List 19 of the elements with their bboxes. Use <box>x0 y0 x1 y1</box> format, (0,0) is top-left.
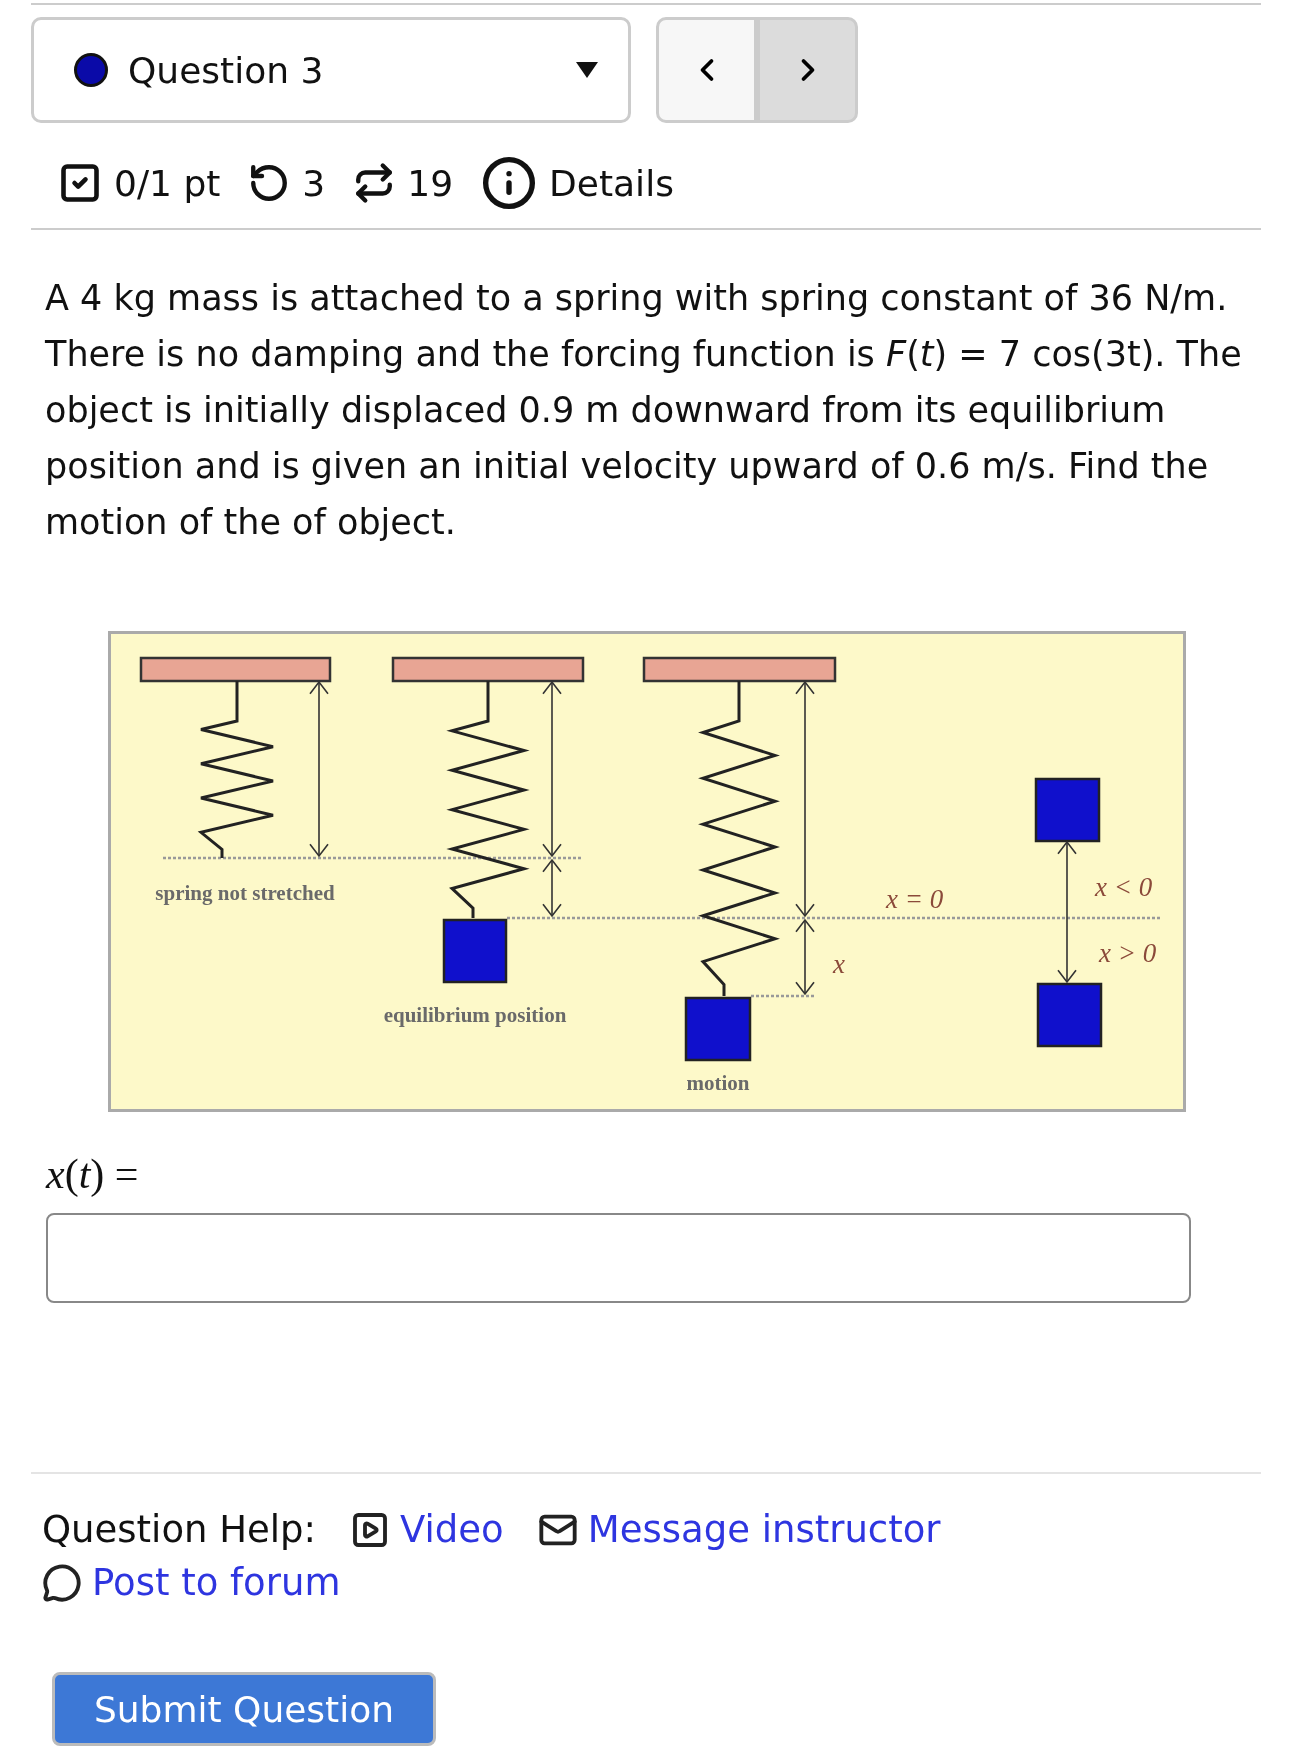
message-link: Message instructor <box>537 1508 941 1551</box>
video-link: Video <box>350 1508 504 1551</box>
figure-caption: equilibrium position <box>382 1002 568 1028</box>
score-text: 0/1 pt <box>114 162 221 204</box>
position-label: x = 0 <box>886 884 944 914</box>
question-text: A 4 kg mass is attached to a spring with spring constant of 36 N/m. There is no damping and the forcing function is F(t) = 7 cos(3t). The object is initially displaced 0.9 m downward from its equilibrium position and is given an initial velocity upward of 0.6 m/s. Find the motion of the of object. <box>45 277 1243 544</box>
answer-label: x(t) = <box>46 1150 139 1198</box>
position-label: x > 0 <box>1099 938 1157 968</box>
versions-text: 19 <box>407 162 454 204</box>
question-dropdown: Question 3 <box>31 17 631 123</box>
figure-caption: spring not stretched <box>154 880 336 906</box>
attempts-text: 3 <box>302 162 326 204</box>
forum-link: Post to forum <box>42 1561 341 1604</box>
position-label: x <box>833 949 845 979</box>
help-label: Question Help: <box>42 1508 317 1551</box>
submit-button: Submit Question <box>52 1672 436 1746</box>
position-label: x < 0 <box>1095 872 1153 902</box>
figure-caption: motion <box>685 1070 751 1096</box>
details-link: Details <box>549 162 674 204</box>
